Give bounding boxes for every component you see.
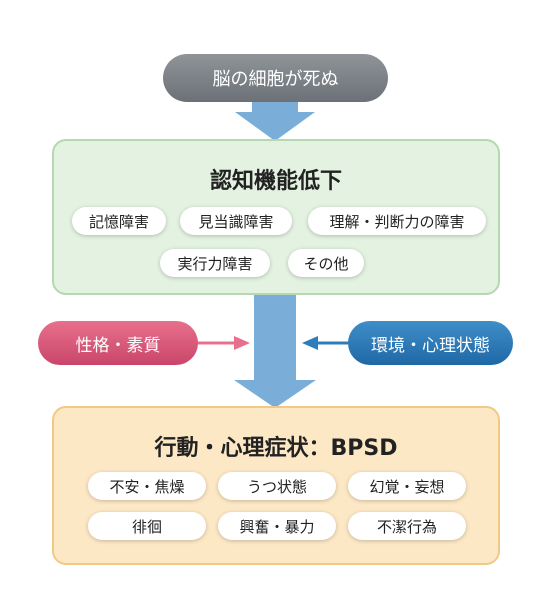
- personality-factor: 性格・素質: [38, 321, 198, 365]
- cognitive-decline-title: 認知機能低下: [209, 169, 342, 194]
- bpsd-pill: 不潔行為: [348, 512, 466, 540]
- cognitive-decline-panel: 認知機能低下 記憶障害 見当識障害 理解・判断力の障害 実行力障害 その他: [52, 139, 500, 295]
- symptom-pill: 見当識障害: [180, 207, 292, 235]
- arrow-start-to-cognitive: [235, 102, 315, 141]
- symptom-pill: 記憶障害: [72, 207, 166, 235]
- bpsd-title: 行動・心理症状：BPSD: [154, 436, 398, 461]
- arrow-cognitive-to-bpsd: [234, 295, 316, 408]
- bpsd-pill: 興奮・暴力: [218, 512, 336, 540]
- bpsd-panel: 行動・心理症状：BPSD 不安・焦燥 うつ状態 幻覚・妄想 徘徊 興奮・暴力 不…: [52, 406, 500, 565]
- environment-factor: 環境・心理状態: [348, 321, 513, 365]
- arrow-left-factor-head: [234, 336, 250, 350]
- bpsd-pill: 徘徊: [88, 512, 206, 540]
- symptom-pill: 理解・判断力の障害: [308, 207, 486, 235]
- neuron-death-node: 脳の細胞が死ぬ: [163, 54, 388, 102]
- symptom-pill: 実行力障害: [160, 249, 270, 277]
- arrow-right-factor-head: [302, 336, 318, 350]
- bpsd-pill: 不安・焦燥: [88, 472, 206, 500]
- bpsd-pill: うつ状態: [218, 472, 336, 500]
- bpsd-pill: 幻覚・妄想: [348, 472, 466, 500]
- symptom-pill: その他: [288, 249, 364, 277]
